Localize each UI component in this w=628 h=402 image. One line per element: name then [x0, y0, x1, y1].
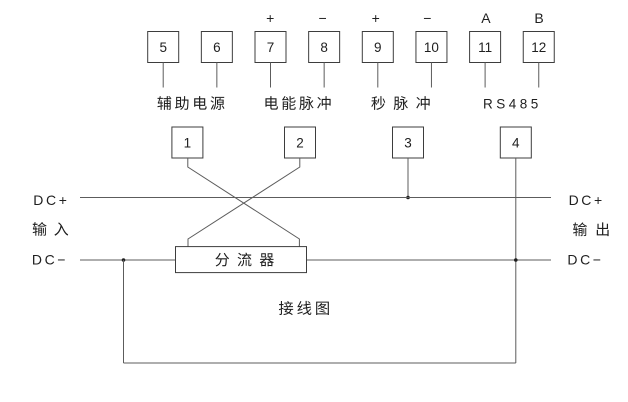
svg-text:6: 6: [213, 40, 221, 55]
svg-text:10: 10: [424, 40, 439, 55]
svg-text:B: B: [534, 10, 543, 26]
svg-text:9: 9: [374, 40, 382, 55]
svg-text:12: 12: [531, 40, 546, 55]
svg-text:DC−: DC−: [32, 252, 68, 268]
svg-text:+: +: [372, 10, 380, 26]
svg-text:DC+: DC+: [33, 192, 69, 208]
svg-text:−: −: [319, 10, 327, 26]
svg-text:−: −: [423, 10, 431, 26]
svg-text:RS485: RS485: [483, 97, 542, 112]
svg-text:3: 3: [404, 136, 412, 151]
svg-text:+: +: [266, 10, 274, 26]
svg-text:2: 2: [296, 136, 304, 151]
svg-text:4: 4: [512, 136, 520, 151]
svg-text:A: A: [481, 10, 491, 26]
svg-text:8: 8: [320, 40, 328, 55]
svg-text:11: 11: [478, 40, 492, 55]
svg-text:5: 5: [159, 40, 167, 55]
svg-text:DC−: DC−: [567, 252, 603, 268]
svg-text:1: 1: [184, 136, 192, 151]
svg-text:7: 7: [267, 40, 275, 55]
svg-text:DC+: DC+: [569, 192, 605, 208]
